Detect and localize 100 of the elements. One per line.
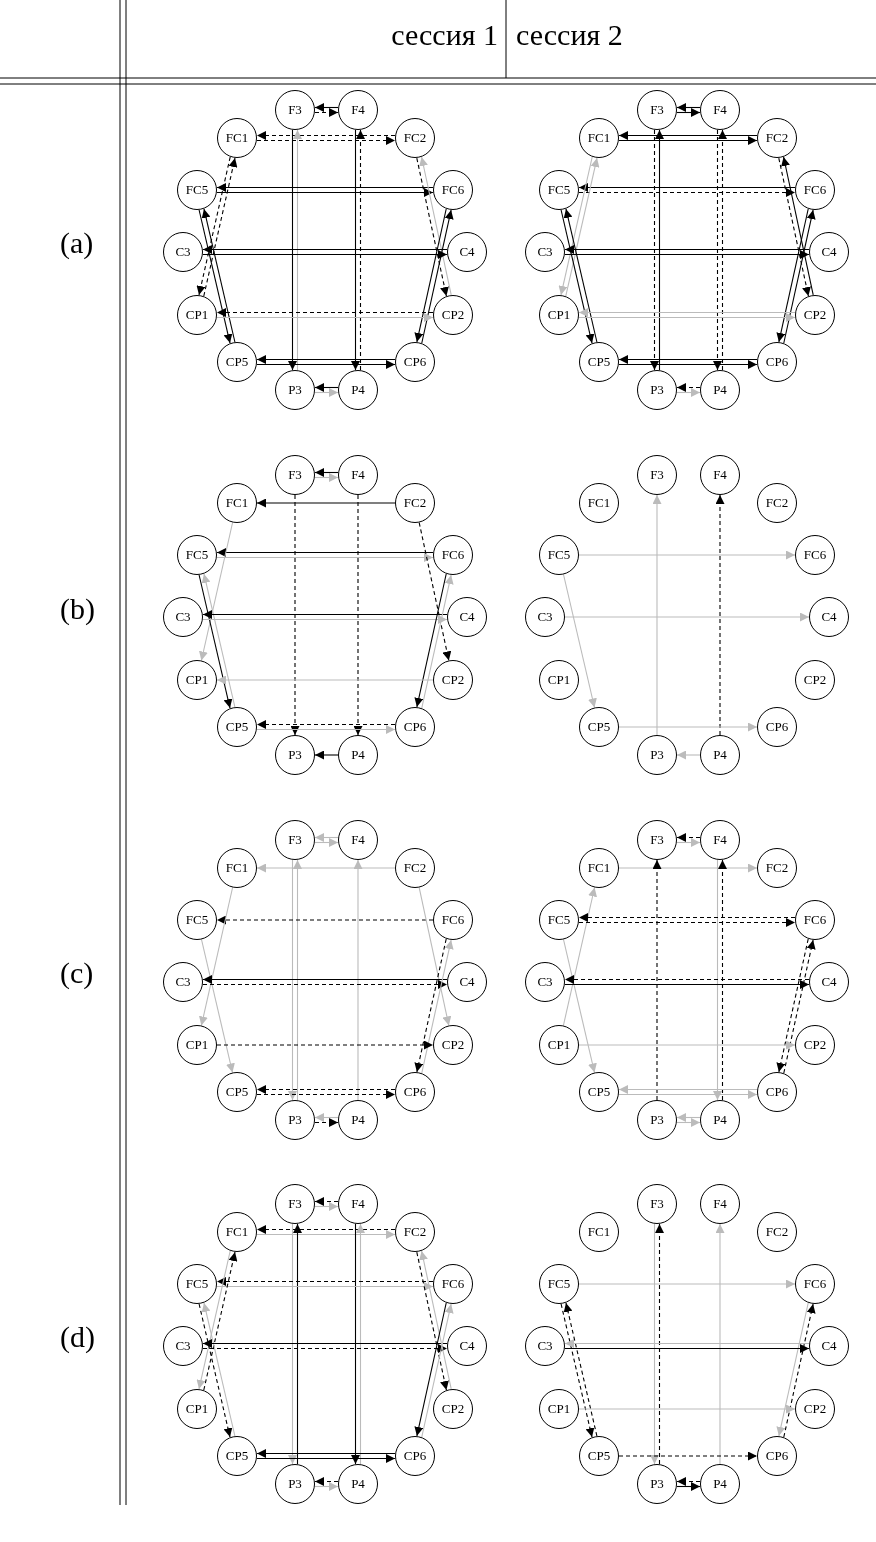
arrow xyxy=(216,915,434,925)
node-circle: CP6 xyxy=(395,342,435,382)
arrow xyxy=(578,308,796,317)
arrow xyxy=(196,1250,231,1390)
node-circle: P4 xyxy=(700,1464,740,1504)
arrow xyxy=(578,1404,796,1414)
arrow xyxy=(314,1118,339,1127)
node-circle: F4 xyxy=(700,1184,740,1224)
arrow xyxy=(652,494,662,736)
arrow xyxy=(783,209,816,344)
arrow xyxy=(564,1344,810,1353)
node-circle: CP6 xyxy=(757,342,797,382)
node-circle: C4 xyxy=(809,232,849,272)
node-circle: CP5 xyxy=(579,707,619,747)
arrow xyxy=(288,1223,297,1465)
arrow xyxy=(256,360,396,369)
arrow xyxy=(421,574,454,709)
arrow xyxy=(314,750,339,760)
node-circle: F3 xyxy=(275,455,315,495)
node-circle: P4 xyxy=(700,735,740,775)
arrow xyxy=(356,1223,365,1465)
arrow xyxy=(618,131,758,140)
node-circle: FC6 xyxy=(433,900,473,940)
arrow xyxy=(618,722,758,732)
node-circle: FC6 xyxy=(795,900,835,940)
arrow xyxy=(216,1282,434,1291)
arrow xyxy=(314,1202,339,1211)
arrow xyxy=(199,886,234,1027)
arrow xyxy=(578,188,796,197)
arrow xyxy=(314,108,339,117)
node-circle: FC5 xyxy=(539,900,579,940)
node-circle: FC2 xyxy=(757,1212,797,1252)
arrow xyxy=(578,313,796,322)
arrow xyxy=(618,136,758,145)
arrow xyxy=(256,863,396,873)
node-circle: CP5 xyxy=(217,707,257,747)
arrow xyxy=(618,1090,758,1099)
node-circle: P4 xyxy=(338,735,378,775)
node-circle: CP1 xyxy=(177,660,217,700)
arrow xyxy=(314,1477,339,1486)
arrow xyxy=(652,859,662,1101)
arrow xyxy=(676,388,701,397)
node-circle: FC1 xyxy=(579,1212,619,1252)
node-circle: C4 xyxy=(809,597,849,637)
node-circle: C4 xyxy=(447,1326,487,1366)
arrow xyxy=(618,355,758,364)
column-header: сессия 1 xyxy=(391,18,498,52)
arrow xyxy=(256,1454,396,1463)
arrow xyxy=(421,1303,454,1438)
node-circle: FC5 xyxy=(177,1264,217,1304)
node-circle: CP6 xyxy=(395,1072,435,1112)
arrow xyxy=(713,129,722,371)
arrow xyxy=(650,1223,659,1465)
node-circle: CP2 xyxy=(433,1389,473,1429)
arrow xyxy=(562,886,597,1027)
node-circle: CP5 xyxy=(579,1436,619,1476)
node-circle: CP5 xyxy=(217,342,257,382)
row-label: (c) xyxy=(60,956,94,990)
node-circle: P4 xyxy=(338,1100,378,1140)
node-circle: FC2 xyxy=(757,483,797,523)
arrow xyxy=(562,573,597,709)
node-circle: CP2 xyxy=(795,1025,835,1065)
arrow xyxy=(199,521,234,662)
arrow xyxy=(565,157,600,297)
node-circle: FC6 xyxy=(795,170,835,210)
arrow xyxy=(256,1225,396,1234)
arrow xyxy=(618,1085,758,1094)
node-circle: CP2 xyxy=(433,295,473,335)
arrow xyxy=(216,675,434,685)
node-circle: P3 xyxy=(637,370,677,410)
node-circle: F4 xyxy=(338,820,378,860)
arrow xyxy=(202,1344,448,1353)
node-circle: F4 xyxy=(338,90,378,130)
arrow xyxy=(564,245,810,254)
node-circle: C3 xyxy=(163,597,203,637)
arrow xyxy=(216,313,434,322)
node-circle: F4 xyxy=(338,1184,378,1224)
arrow xyxy=(314,388,339,397)
arrow xyxy=(676,1118,701,1127)
node-circle: CP1 xyxy=(539,660,579,700)
arrow xyxy=(414,208,447,343)
arrow xyxy=(421,209,454,344)
arrow xyxy=(676,108,701,117)
arrow xyxy=(618,1451,758,1461)
node-circle: FC1 xyxy=(217,1212,257,1252)
node-circle: F4 xyxy=(700,820,740,860)
node-circle: CP5 xyxy=(579,1072,619,1112)
node-circle: F4 xyxy=(700,455,740,495)
arrow xyxy=(314,1113,339,1122)
arrow xyxy=(718,129,727,371)
arrow xyxy=(293,129,302,371)
arrow xyxy=(353,859,363,1101)
arrow xyxy=(202,1339,448,1348)
arrow xyxy=(655,129,664,371)
node-circle: FC1 xyxy=(579,118,619,158)
node-circle: C3 xyxy=(163,232,203,272)
node-circle: CP6 xyxy=(757,707,797,747)
arrow xyxy=(203,1251,238,1391)
node-circle: CP6 xyxy=(395,707,435,747)
arrow xyxy=(202,610,448,619)
